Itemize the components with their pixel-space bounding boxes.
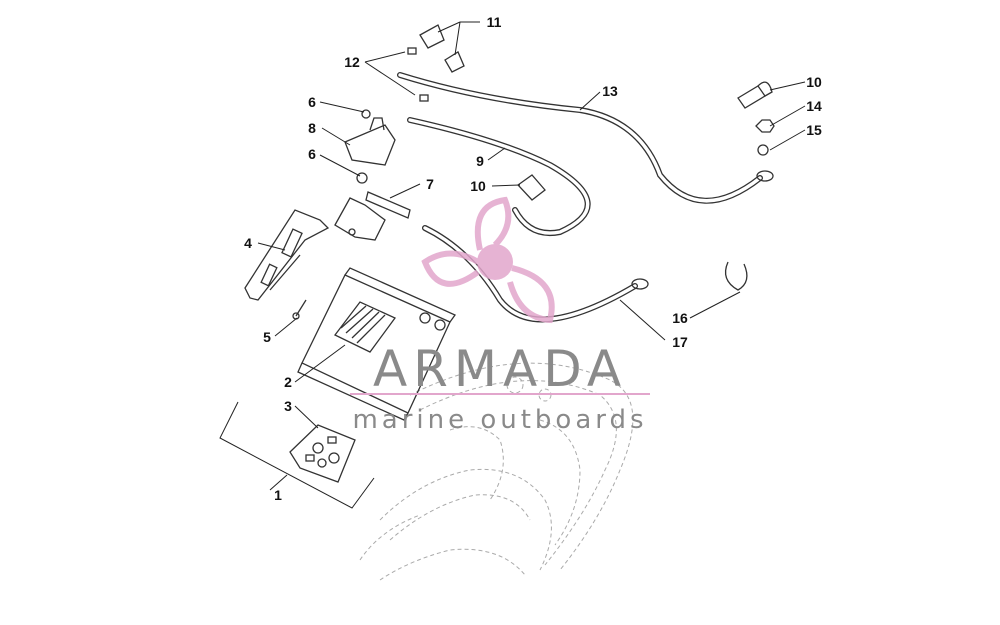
callout-17: 17 xyxy=(672,334,688,350)
nut xyxy=(361,109,371,119)
cable-17 xyxy=(422,225,649,323)
callout-12: 12 xyxy=(344,54,360,70)
callout-7: 7 xyxy=(426,176,434,192)
callout-16: 16 xyxy=(672,310,688,326)
hull-outline xyxy=(359,362,634,581)
cable-13 xyxy=(397,72,774,204)
callout-10-mid: 10 xyxy=(470,178,486,194)
terminal-nut xyxy=(755,119,775,133)
cable-9 xyxy=(407,117,591,236)
terminal-boot xyxy=(419,24,465,73)
strap xyxy=(724,261,748,291)
callout-2: 2 xyxy=(284,374,292,390)
terminal-screws xyxy=(407,47,429,102)
callout-9: 9 xyxy=(476,153,484,169)
battery xyxy=(297,267,456,421)
plate xyxy=(334,191,411,241)
battery-bracket xyxy=(244,209,330,301)
hardware-kit xyxy=(289,424,356,483)
group-bracket xyxy=(219,401,375,509)
terminal-cap xyxy=(737,81,773,109)
lock-washer xyxy=(757,144,769,156)
leader-lines xyxy=(257,21,806,491)
callout-labels: 1 2 3 4 5 6 6 7 8 9 10 10 11 12 13 14 15… xyxy=(244,14,822,503)
callout-14: 14 xyxy=(806,98,822,114)
brand-tagline: marine outboards xyxy=(352,405,647,435)
callout-6-lower: 6 xyxy=(308,146,316,162)
callout-13: 13 xyxy=(602,83,618,99)
brand-name: ARMADA xyxy=(373,340,627,398)
screw xyxy=(292,299,307,320)
callout-11: 11 xyxy=(487,14,502,30)
brand-logo xyxy=(421,196,555,324)
callout-1: 1 xyxy=(274,487,282,503)
callout-15: 15 xyxy=(806,122,822,138)
relay xyxy=(344,117,396,166)
callout-6-upper: 6 xyxy=(308,94,316,110)
callout-10-right: 10 xyxy=(806,74,822,90)
callout-8: 8 xyxy=(308,120,316,136)
terminal-cap-mid xyxy=(517,174,546,201)
callout-5: 5 xyxy=(263,329,271,345)
nut-lower xyxy=(356,172,368,184)
callout-4: 4 xyxy=(244,235,252,251)
callout-3: 3 xyxy=(284,398,292,414)
